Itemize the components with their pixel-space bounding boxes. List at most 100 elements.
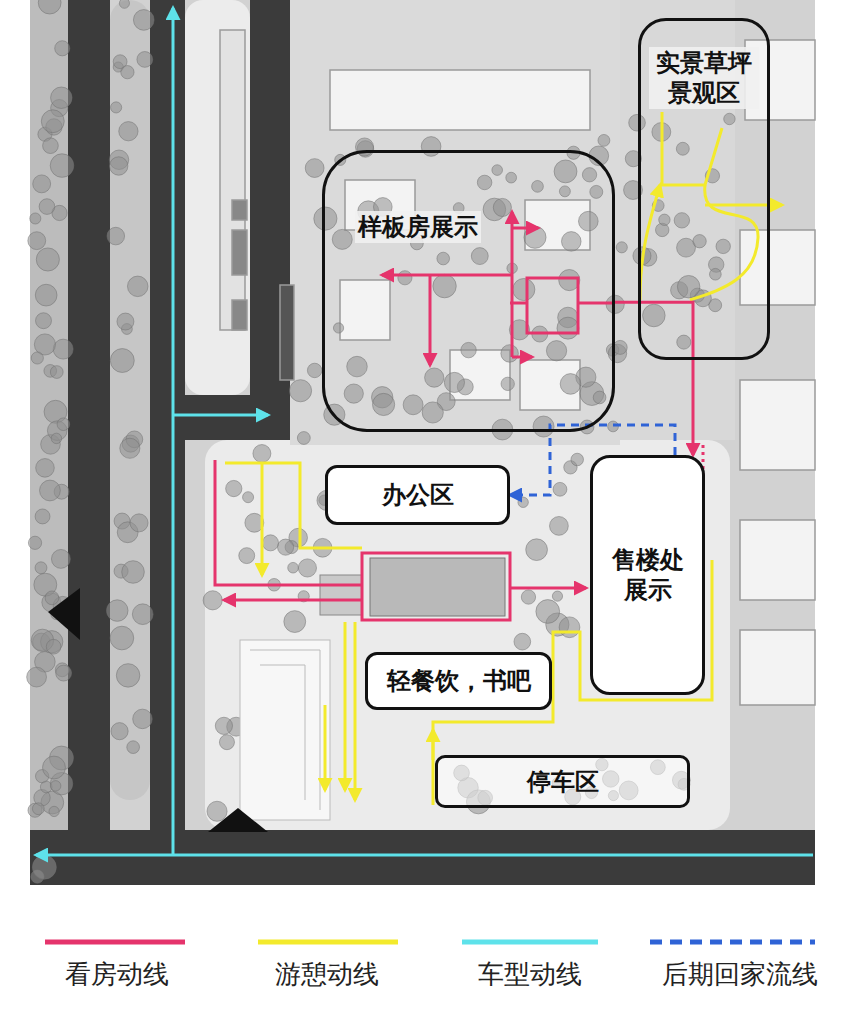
tree [616, 242, 627, 253]
tree [589, 146, 609, 166]
leisure-route [225, 112, 782, 805]
tree [335, 154, 346, 165]
tree [109, 157, 127, 175]
zone-label: 办公区 [382, 480, 454, 510]
leisure-route-part [690, 185, 758, 300]
tree [554, 160, 577, 183]
tree [28, 232, 46, 250]
tree [493, 198, 511, 216]
tree [121, 66, 134, 79]
buildings-part [280, 285, 294, 380]
tree [506, 172, 517, 183]
tree [117, 313, 134, 330]
tree [550, 517, 569, 536]
tree [262, 535, 278, 551]
tree [314, 207, 337, 230]
tree [579, 211, 599, 231]
tree [403, 395, 423, 415]
buildings-part [740, 230, 815, 305]
legend-label: 看房动线 [65, 957, 169, 992]
tree [643, 304, 666, 327]
leisure-route-part [662, 112, 722, 185]
view-route [215, 212, 703, 620]
buildings-part [340, 280, 390, 340]
tree [32, 803, 44, 815]
tree [532, 180, 544, 192]
buildings-part [520, 360, 580, 410]
cafe-zone: 轻餐饮，书吧 [365, 652, 552, 710]
ground-part [30, 830, 815, 885]
tree [119, 0, 129, 8]
ground-part [68, 0, 110, 885]
tree [332, 229, 352, 249]
tree [297, 432, 310, 445]
tree [51, 87, 72, 108]
ground-part [30, 0, 815, 885]
tree [36, 248, 59, 271]
vehicle-route-part [36, 854, 813, 857]
tree [278, 539, 294, 555]
leisure-route-part [640, 185, 660, 300]
tree [437, 252, 450, 265]
buildings-part [330, 70, 590, 130]
tree [106, 600, 128, 622]
tree [513, 278, 535, 300]
tree [693, 235, 706, 248]
tree [553, 482, 567, 496]
tree [120, 438, 140, 458]
tree [677, 335, 691, 349]
tree [526, 539, 548, 561]
view-route-part [511, 212, 514, 240]
entrance-triangles-part [208, 808, 268, 832]
tree [51, 433, 61, 443]
leisure-route-part [261, 463, 264, 575]
ground-part [185, 395, 290, 440]
view-route-part [510, 587, 586, 590]
tree [35, 509, 50, 524]
tree [43, 138, 59, 154]
sales-zone: 售楼处 展示 [590, 455, 705, 695]
tree [35, 284, 57, 306]
tree [593, 391, 606, 404]
tree [677, 275, 699, 297]
tree [119, 122, 138, 141]
zone-label: 停车区 [527, 767, 599, 797]
tree [30, 213, 41, 224]
tree [27, 667, 47, 687]
tree [716, 239, 730, 253]
tree [33, 175, 51, 193]
tree [559, 617, 580, 638]
tree [133, 10, 154, 31]
tree [50, 154, 74, 178]
buildings-part [232, 300, 247, 330]
tree [307, 363, 321, 377]
tree [203, 591, 222, 610]
tree [35, 562, 47, 574]
buildings-part [232, 200, 247, 220]
zone-label: 售楼处 展示 [606, 545, 690, 605]
tree [433, 274, 456, 297]
showroom-zone: 样板房展示 [322, 150, 615, 432]
leisure-route-part [324, 705, 327, 790]
tree [298, 559, 316, 577]
tree [132, 604, 153, 625]
tree [133, 709, 153, 729]
tree [710, 268, 722, 280]
buildings-part [740, 630, 815, 705]
trees [27, 0, 735, 883]
tree [659, 214, 670, 225]
tree [130, 514, 148, 532]
view-route-part [382, 274, 512, 277]
tree [471, 248, 488, 265]
tree [344, 384, 363, 403]
tree [127, 741, 140, 754]
buildings-part [220, 30, 245, 330]
tree [492, 165, 503, 176]
tree [31, 352, 43, 364]
buildings-part [740, 380, 815, 470]
legend-label: 后期回家流线 [662, 957, 818, 992]
leisure-route-part [432, 730, 435, 760]
tree [111, 102, 122, 113]
tree [38, 0, 61, 14]
